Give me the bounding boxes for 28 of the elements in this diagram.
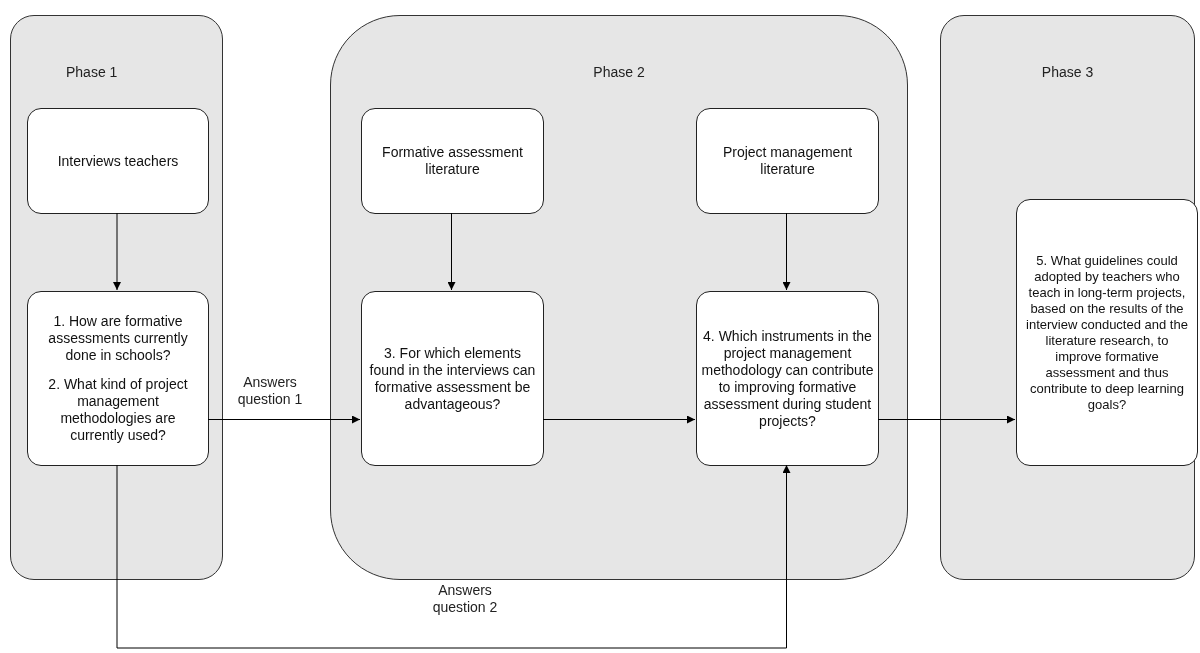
box-text: 4. Which instruments in the project management methodology can contribute to improving formative assessment during student projects? [701, 327, 874, 430]
arrow [113, 212, 121, 291]
arrow [207, 415, 361, 424]
question-box [1016, 199, 1198, 466]
phase-title: Phase 1 [66, 63, 118, 82]
question-box [361, 108, 544, 214]
phase-title: Phase 2 [592, 63, 646, 82]
phase-panel [330, 15, 908, 580]
phase-panel [940, 15, 1195, 580]
phase-panel [10, 15, 223, 580]
box-text: 5. What guidelines could adopted by teachers who teach in long-term projects, based on the results of the interview conducted and the literature research, to improve formative assessment and thus contribute to deep learning goals? [1025, 252, 1189, 413]
question-box [696, 108, 879, 214]
box-text: 1. How are formative assessments currently done in schools? [47, 313, 189, 364]
arrow [447, 212, 456, 291]
box-text: Interviews teachers [57, 152, 179, 170]
arrow [542, 415, 696, 424]
question-box [361, 291, 544, 466]
box-text: 2. What kind of project management methodologies are currently used? [47, 376, 189, 444]
box-text: 3. For which elements found in the interviews can formative assessment be advantageous? [368, 344, 537, 413]
box-text: Project management literature [721, 144, 854, 178]
question-box [27, 108, 209, 214]
arrow [877, 415, 1016, 424]
arrow [782, 212, 791, 291]
phase-title: Phase 3 [1040, 63, 1095, 82]
box-text: Formative assessment literature [381, 144, 524, 178]
question-box [27, 291, 209, 466]
question-box [696, 291, 879, 466]
arrow [116, 464, 791, 649]
